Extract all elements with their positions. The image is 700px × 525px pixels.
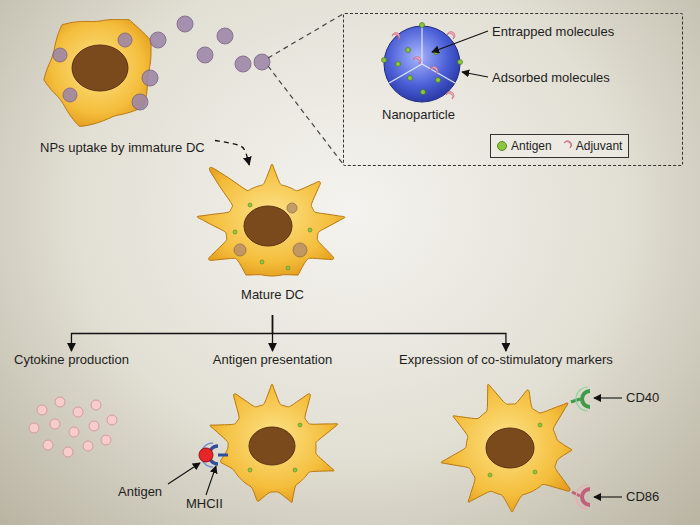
cytokines (29, 397, 117, 457)
branch-arrow (273, 315, 506, 351)
nucleus (244, 206, 292, 246)
stage-label: Cytokine production (14, 352, 129, 368)
dashed-arrow (215, 141, 249, 166)
nanoparticles (53, 16, 270, 110)
branch-arrow (71, 315, 272, 351)
legend-box: Antigen Adjuvant (490, 134, 629, 158)
legend-text: Antigen (511, 139, 552, 153)
part-label: CD86 (626, 489, 659, 505)
legend-text: Adjuvant (576, 139, 623, 153)
part-label: Antigen (118, 484, 162, 500)
cell-group: Mature DC (195, 165, 350, 315)
nanoparticle-detail (382, 23, 463, 103)
leader-lines (168, 31, 622, 497)
cd86-receptor (572, 485, 590, 509)
legend-item: Adjuvant (562, 139, 623, 153)
legend-item: Antigen (497, 139, 552, 153)
legend-swatch (497, 141, 507, 151)
dendritic-cell (210, 384, 338, 503)
antigen-peptide (199, 448, 213, 462)
nucleus (72, 45, 128, 91)
stage-label: Mature DC (195, 287, 350, 303)
stage-label: Expression of co-stimulatory markers (399, 352, 613, 368)
engulfed-particles (234, 203, 307, 257)
callout-text: Adsorbed molecules (492, 70, 610, 86)
dendritic-cell (441, 384, 572, 512)
nucleus (249, 427, 295, 465)
callout-text: Entrapped molecules (492, 24, 614, 40)
callout-box: Entrapped moleculesAdsorbed moleculesNan… (343, 13, 683, 166)
dendritic-cell (44, 20, 151, 127)
cell-bodies (44, 20, 572, 512)
adjuvant-symbol (562, 140, 572, 152)
cell-group: NPs uptake by immature DC (20, 10, 215, 160)
cell-group: Antigen presentation (180, 352, 365, 517)
dendritic-cell (197, 164, 345, 276)
stage-label: NPs uptake by immature DC (40, 140, 205, 156)
zoom-lines (268, 14, 343, 164)
cd40-receptor (571, 387, 590, 411)
nucleus (486, 428, 534, 468)
antigen-dots (233, 203, 542, 477)
cell-group: Cytokine production (10, 352, 160, 462)
part-label: MHCII (186, 496, 223, 512)
part-label: CD40 (626, 390, 659, 406)
callout-text: Nanoparticle (382, 107, 455, 123)
stage-label: Antigen presentation (180, 352, 365, 368)
